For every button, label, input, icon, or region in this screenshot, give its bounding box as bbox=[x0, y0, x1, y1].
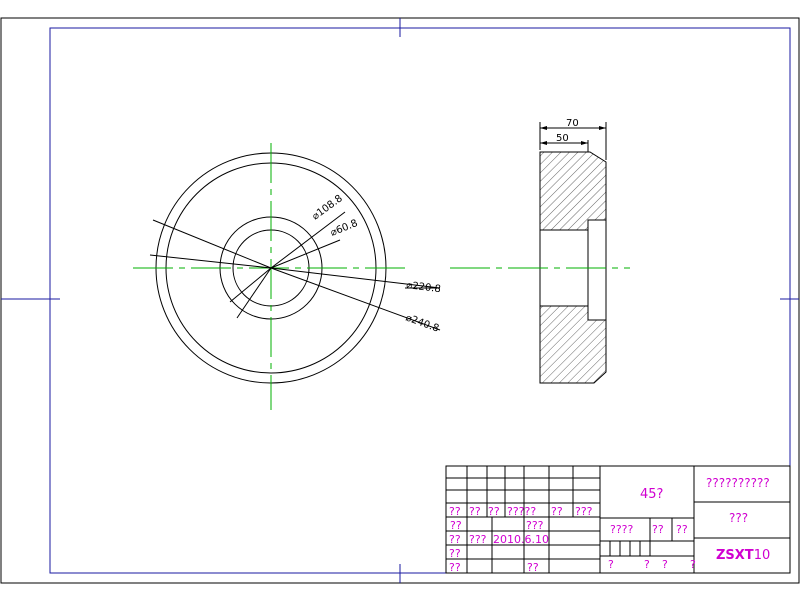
title-block-frame bbox=[445, 465, 791, 574]
leader-hub-lower bbox=[236, 267, 272, 319]
sheet-mark-1: ? bbox=[608, 558, 614, 571]
leader-groove bbox=[270, 267, 441, 289]
drawing-frame bbox=[49, 27, 791, 574]
sheet-outer-border bbox=[0, 17, 800, 584]
dim-width-partial: 50 bbox=[556, 133, 569, 144]
drawing-number: ZSXT10 bbox=[716, 548, 770, 563]
rev-header-6: ??? bbox=[575, 505, 593, 518]
sheet-mark-4: ? bbox=[690, 558, 696, 571]
scale-value-1: ?? bbox=[652, 523, 664, 536]
approve-label: ?? bbox=[449, 561, 461, 574]
leader-outer bbox=[270, 267, 441, 331]
material: 45? bbox=[640, 487, 663, 502]
dim-hub: ⌀108.8 bbox=[310, 193, 345, 222]
upper-section-hatch bbox=[539, 151, 607, 231]
approve-label-2: ?? bbox=[527, 561, 539, 574]
dim-groove: ⌀220.8 bbox=[406, 280, 442, 295]
sheet-mark-3: ? bbox=[662, 558, 668, 571]
scale-value-2: ?? bbox=[676, 523, 688, 536]
leader-bore-lower bbox=[229, 267, 272, 303]
designer-label: ?? bbox=[450, 519, 462, 532]
sheet-mark-2: ? bbox=[644, 558, 650, 571]
rev-header-2: ?? bbox=[469, 505, 481, 518]
scale-label: ???? bbox=[610, 523, 634, 536]
date-value: 2010.6.10 bbox=[493, 533, 549, 546]
process-label: ??? bbox=[469, 533, 487, 546]
rev-header-3: ?? bbox=[488, 505, 500, 518]
drawing-number-suffix: 10 bbox=[754, 548, 771, 563]
dim-arrows bbox=[540, 126, 606, 145]
company-name: ?????????? bbox=[706, 476, 770, 490]
title-block: 45? ?????????? ??? ZSXT10 ???? ?? ?? ? ?… bbox=[445, 465, 791, 574]
part-name: ??? bbox=[729, 511, 748, 525]
drawing-number-prefix: ZSXT bbox=[716, 548, 754, 563]
lower-section-hatch bbox=[539, 305, 607, 384]
rev-header-4: ????? bbox=[507, 505, 536, 518]
rev-header-5: ?? bbox=[551, 505, 563, 518]
leader-groove-left bbox=[149, 254, 272, 269]
standard-label: ??? bbox=[526, 519, 544, 532]
rev-header-1: ?? bbox=[449, 505, 461, 518]
bore-outline bbox=[539, 219, 607, 321]
check-label: ?? bbox=[449, 533, 461, 546]
leader-outer-left bbox=[152, 219, 272, 269]
front-view: ⌀108.8 ⌀60.8 ⌀220.8 ⌀240.8 bbox=[133, 143, 441, 410]
section-view: 70 50 bbox=[450, 118, 630, 384]
dim-outer: ⌀240.8 bbox=[404, 312, 440, 334]
leader-bore bbox=[270, 239, 341, 269]
leader-hub bbox=[270, 211, 346, 269]
review-label: ?? bbox=[449, 547, 461, 560]
dim-width-total: 70 bbox=[566, 118, 579, 129]
